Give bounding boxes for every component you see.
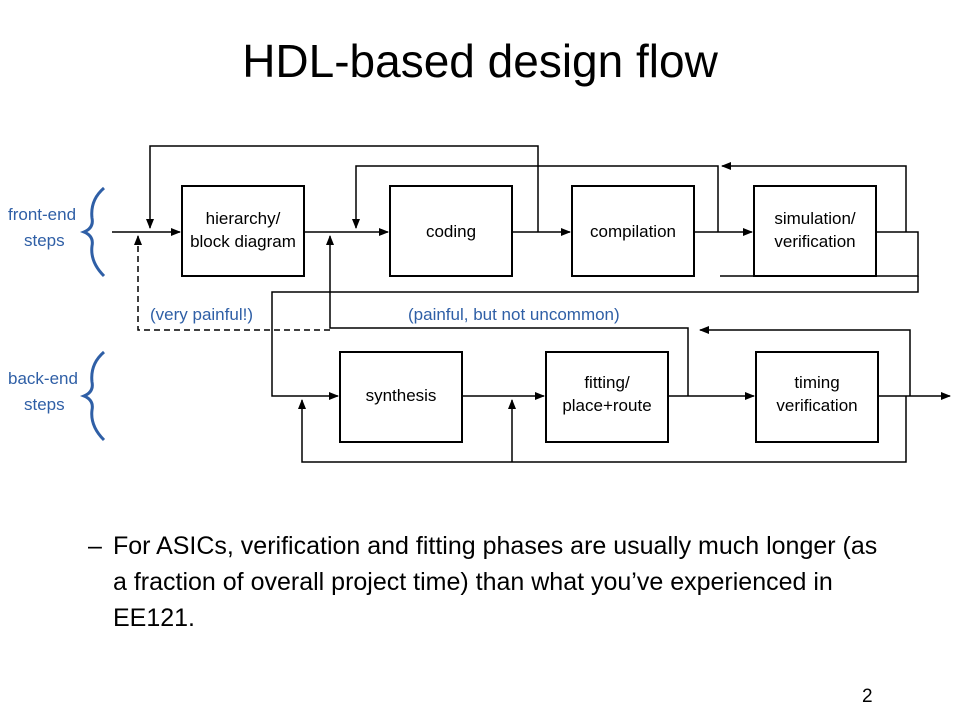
loop-timing-bottom	[298, 396, 907, 463]
back-end-label: back-end	[8, 369, 78, 388]
loop-simulation-out	[720, 231, 919, 277]
compilation-box	[571, 185, 695, 277]
coding-box	[389, 185, 513, 277]
loop-compilation-to-coding	[352, 165, 719, 232]
back-end-steps-label: steps	[24, 395, 65, 414]
timing-box-line2: verification	[776, 396, 857, 415]
design-flow-diagram: front-end steps back-end steps hierarchy…	[8, 145, 951, 463]
very-painful-annotation: (very painful!)	[150, 305, 253, 324]
simulation-box-line1: simulation/	[774, 209, 856, 228]
very-painful-loop	[134, 235, 330, 331]
timing-box	[755, 351, 879, 443]
compilation-box-label: compilation	[590, 222, 676, 241]
bullet-dash: –	[88, 532, 102, 560]
bullet-text: For ASICs, verification and fitting phas…	[113, 532, 878, 632]
simulation-box-line2: verification	[774, 232, 855, 251]
synthesis-box-label: synthesis	[366, 386, 437, 405]
back-end-brace	[79, 350, 106, 442]
fitting-box	[545, 351, 669, 443]
front-to-back-connector	[271, 276, 919, 400]
fitting-box-line1: fitting/	[584, 373, 630, 392]
fitting-box-line2: place+route	[562, 396, 651, 415]
front-end-label: front-end	[8, 205, 76, 224]
page-title: HDL-based design flow	[242, 35, 718, 87]
painful-uncommon-annotation: (painful, but not uncommon)	[408, 305, 620, 324]
hierarchy-box-line2: block diagram	[190, 232, 296, 251]
front-end-brace	[79, 186, 106, 278]
front-end-steps-label: steps	[24, 231, 65, 250]
simulation-box	[753, 185, 877, 277]
synthesis-box	[339, 351, 463, 443]
coding-box-label: coding	[426, 222, 476, 241]
page-number: 2	[862, 686, 873, 707]
bullet-point: – For ASICs, verification and fitting ph…	[88, 528, 888, 636]
painful-loop	[326, 235, 689, 396]
loop-simulation-top	[721, 162, 907, 232]
loop-timing-top	[699, 326, 911, 396]
hierarchy-box	[181, 185, 305, 277]
timing-box-line1: timing	[794, 373, 839, 392]
hierarchy-box-line1: hierarchy/	[206, 209, 281, 228]
loop-coding-to-hierarchy	[146, 145, 539, 232]
